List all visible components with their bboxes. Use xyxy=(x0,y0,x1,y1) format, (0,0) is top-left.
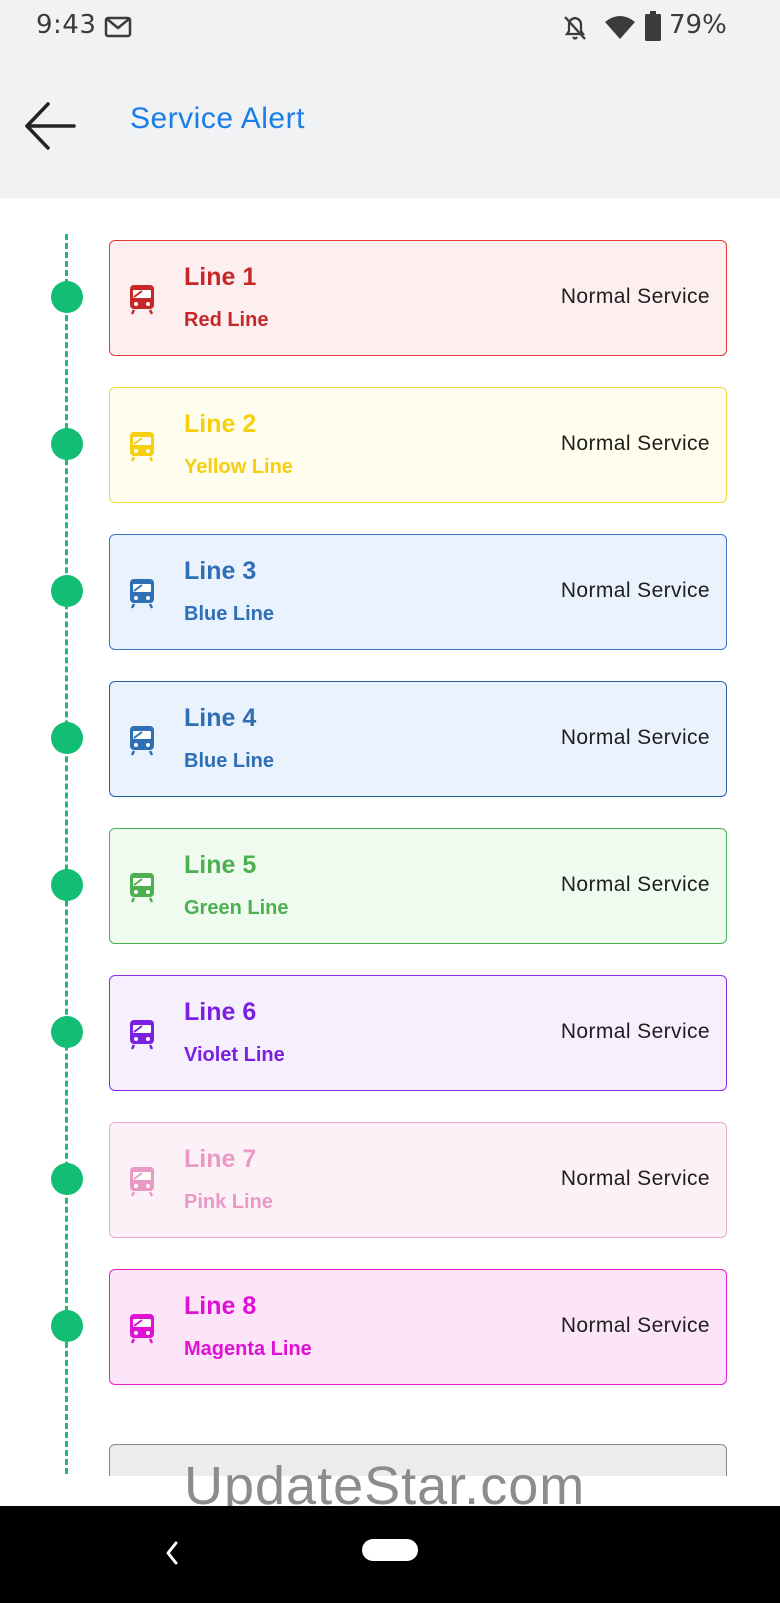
line-color-name: Red Line xyxy=(184,309,269,331)
system-nav-bar xyxy=(0,1506,780,1603)
line-card[interactable]: Line 5 Green Line Normal Service xyxy=(109,828,727,944)
train-icon xyxy=(130,579,154,609)
nav-back-icon[interactable] xyxy=(160,1536,184,1570)
status-time: 9:43 xyxy=(36,10,97,40)
wifi-icon xyxy=(605,16,635,39)
line-card[interactable]: Line 7 Pink Line Normal Service xyxy=(109,1122,727,1238)
line-color-name: Violet Line xyxy=(184,1044,285,1066)
line-status: Normal Service xyxy=(560,285,710,308)
line-status: Normal Service xyxy=(560,1314,710,1337)
timeline-dot xyxy=(51,722,83,754)
line-list-item: Line 6 Violet Line Normal Service xyxy=(0,975,780,1095)
battery-icon xyxy=(645,11,661,41)
line-color-name: Blue Line xyxy=(184,603,275,625)
line-color-name: Green Line xyxy=(184,897,289,919)
line-name: Line 7 xyxy=(184,1145,257,1173)
train-icon xyxy=(130,432,154,462)
timeline-line xyxy=(65,234,68,1474)
line-name: Line 8 xyxy=(184,1292,257,1320)
train-icon xyxy=(130,1020,154,1050)
line-list-item: Line 4 Blue Line Normal Service xyxy=(0,681,780,801)
home-pill[interactable] xyxy=(362,1539,418,1561)
timeline-dot xyxy=(51,1310,83,1342)
line-status: Normal Service xyxy=(560,726,710,749)
line-card[interactable]: Line 8 Magenta Line Normal Service xyxy=(109,1269,727,1385)
bell-off-icon xyxy=(564,16,586,40)
arrow-left-icon[interactable] xyxy=(20,96,80,156)
line-list-item: Line 1 Red Line Normal Service xyxy=(0,240,780,360)
line-status: Normal Service xyxy=(560,432,710,455)
line-name: Line 3 xyxy=(184,557,257,585)
line-list-item: Line 2 Yellow Line Normal Service xyxy=(0,387,780,507)
app-bar: Service Alert xyxy=(0,56,780,198)
line-list-item: Line 7 Pink Line Normal Service xyxy=(0,1122,780,1242)
line-color-name: Yellow Line xyxy=(184,456,293,478)
line-card[interactable]: Line 2 Yellow Line Normal Service xyxy=(109,387,727,503)
train-icon xyxy=(130,1167,154,1197)
timeline-dot xyxy=(51,869,83,901)
line-status: Normal Service xyxy=(560,873,710,896)
timeline-dot xyxy=(51,281,83,313)
line-card-partial[interactable] xyxy=(109,1444,727,1476)
timeline-dot xyxy=(51,1163,83,1195)
service-alert-list: Line 1 Red Line Normal Service Line 2 Ye… xyxy=(0,198,780,1476)
timeline-dot xyxy=(51,1016,83,1048)
line-name: Line 5 xyxy=(184,851,257,879)
train-icon xyxy=(130,726,154,756)
line-color-name: Blue Line xyxy=(184,750,275,772)
line-card[interactable]: Line 3 Blue Line Normal Service xyxy=(109,534,727,650)
timeline-dot xyxy=(51,575,83,607)
line-name: Line 1 xyxy=(184,263,257,291)
line-status: Normal Service xyxy=(560,579,710,602)
line-card[interactable]: Line 4 Blue Line Normal Service xyxy=(109,681,727,797)
line-status: Normal Service xyxy=(560,1167,710,1190)
line-list-item: Line 3 Blue Line Normal Service xyxy=(0,534,780,654)
battery-percent: 79% xyxy=(669,10,727,40)
train-icon xyxy=(130,285,154,315)
timeline-dot xyxy=(51,428,83,460)
line-color-name: Pink Line xyxy=(184,1191,273,1213)
page-title: Service Alert xyxy=(130,102,305,135)
line-color-name: Magenta Line xyxy=(184,1338,312,1360)
line-name: Line 4 xyxy=(184,704,257,732)
line-card[interactable]: Line 1 Red Line Normal Service xyxy=(109,240,727,356)
line-list-item: Line 8 Magenta Line Normal Service xyxy=(0,1269,780,1389)
line-status: Normal Service xyxy=(560,1020,710,1043)
train-icon xyxy=(130,873,154,903)
line-card[interactable]: Line 6 Violet Line Normal Service xyxy=(109,975,727,1091)
line-list-item: Line 5 Green Line Normal Service xyxy=(0,828,780,948)
status-bar: 9:43 79% xyxy=(0,0,780,56)
line-name: Line 2 xyxy=(184,410,257,438)
mail-icon xyxy=(104,16,132,38)
train-icon xyxy=(130,1314,154,1344)
line-name: Line 6 xyxy=(184,998,257,1026)
